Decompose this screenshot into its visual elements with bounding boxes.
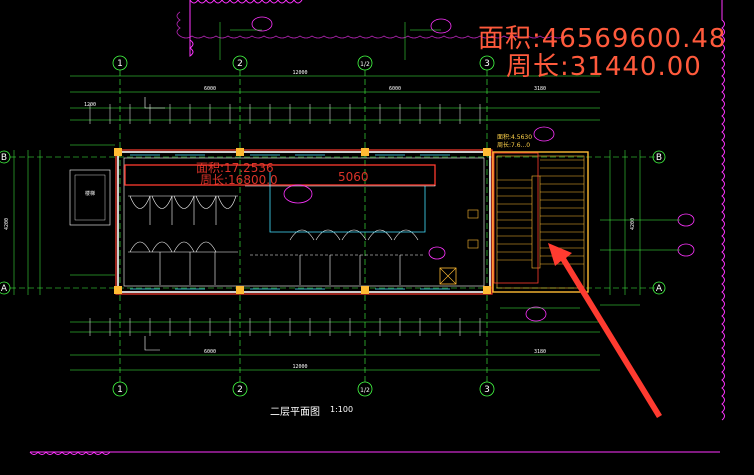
dim-mid-span: 6000	[389, 86, 401, 92]
perimeter-readout: 周长:31440.00	[506, 52, 702, 82]
sink-2	[467, 239, 479, 249]
elevation-markers	[251, 16, 695, 322]
axis-label: 2	[237, 59, 243, 69]
dimension-texts: 12000 6000 6000 3180 6000 3180 12000 120…	[4, 70, 636, 370]
stair-perimeter-readout: 周长:7.6...0	[497, 142, 531, 149]
dimension-lines	[13, 75, 641, 371]
corridor-outline	[245, 185, 436, 187]
axis-label: 1/2	[360, 61, 370, 68]
dim-right-span: 3180	[534, 86, 546, 92]
axis-label: 1	[117, 59, 123, 69]
axis-bubble-2-top	[232, 55, 248, 71]
stair-inner	[496, 155, 585, 289]
stair-area-readout: 面积:4.5630	[497, 134, 533, 141]
revision-cloud-top	[189, 0, 303, 57]
axis-label: 1/2	[360, 387, 370, 394]
axis-label: 1	[117, 385, 123, 395]
dimension-ticks	[89, 104, 481, 336]
inner-area-readout: 面积:17.2536	[196, 161, 274, 175]
stair-treads	[497, 159, 584, 269]
window-marks	[130, 154, 450, 290]
axis-bubble-12-top	[357, 55, 373, 71]
cyan-partition	[269, 172, 426, 233]
dim-left-span: 6000	[204, 349, 216, 355]
axis-label: A	[656, 284, 663, 294]
shaft	[439, 267, 457, 285]
inner-perimeter-readout: 周长:16800.0	[200, 173, 278, 187]
axis-label: 3	[484, 59, 490, 69]
plan-scale: 1:100	[330, 405, 354, 414]
area-readout: 面积:46569600.48	[478, 24, 727, 54]
red-inner-room-outline[interactable]	[124, 164, 436, 186]
stair-outline[interactable]	[492, 151, 589, 293]
axis-bubbles-top: 1 2 1/2 3	[112, 55, 495, 71]
axis-label: B	[656, 153, 662, 163]
revision-cloud-right	[721, 0, 725, 421]
room-label: 楼梯	[85, 190, 95, 197]
revision-cloud-bottom	[29, 451, 720, 455]
sink-1	[467, 209, 479, 219]
axis-lines	[10, 70, 655, 382]
red-selection-outline[interactable]	[115, 149, 493, 295]
dim-height: 4200	[4, 218, 10, 230]
leader-lines	[70, 22, 680, 309]
axis-label: B	[1, 153, 7, 163]
dim-left-small: 1200	[84, 102, 96, 108]
section-marks	[144, 97, 165, 351]
stair-landing-red	[493, 152, 539, 284]
dim-total: 12000	[292, 364, 307, 370]
inner-value-readout: 5060	[338, 170, 369, 184]
exterior-landing	[69, 169, 111, 226]
dim-right-span: 3180	[534, 349, 546, 355]
axis-label: 2	[237, 385, 243, 395]
plan-title: 二层平面图	[270, 407, 320, 418]
dim-left-span: 6000	[204, 86, 216, 92]
axis-bubbles-side: B A B A	[0, 150, 666, 295]
revision-cloud-top-left	[176, 11, 565, 39]
axis-label: 3	[484, 385, 490, 395]
dim-total: 12000	[292, 70, 307, 76]
building-outer-wall[interactable]	[117, 151, 491, 293]
axis-label: A	[1, 284, 8, 294]
axis-bubble-3-top	[479, 55, 495, 71]
axis-bubbles-bottom: 1 2 1/2 3	[112, 381, 495, 397]
columns	[114, 148, 491, 294]
annotation-arrow	[548, 243, 662, 418]
building-inner-wall	[123, 157, 485, 287]
axis-bubble-1-top	[112, 55, 128, 71]
dim-height: 4200	[630, 218, 636, 230]
toilet-stalls	[128, 195, 425, 285]
